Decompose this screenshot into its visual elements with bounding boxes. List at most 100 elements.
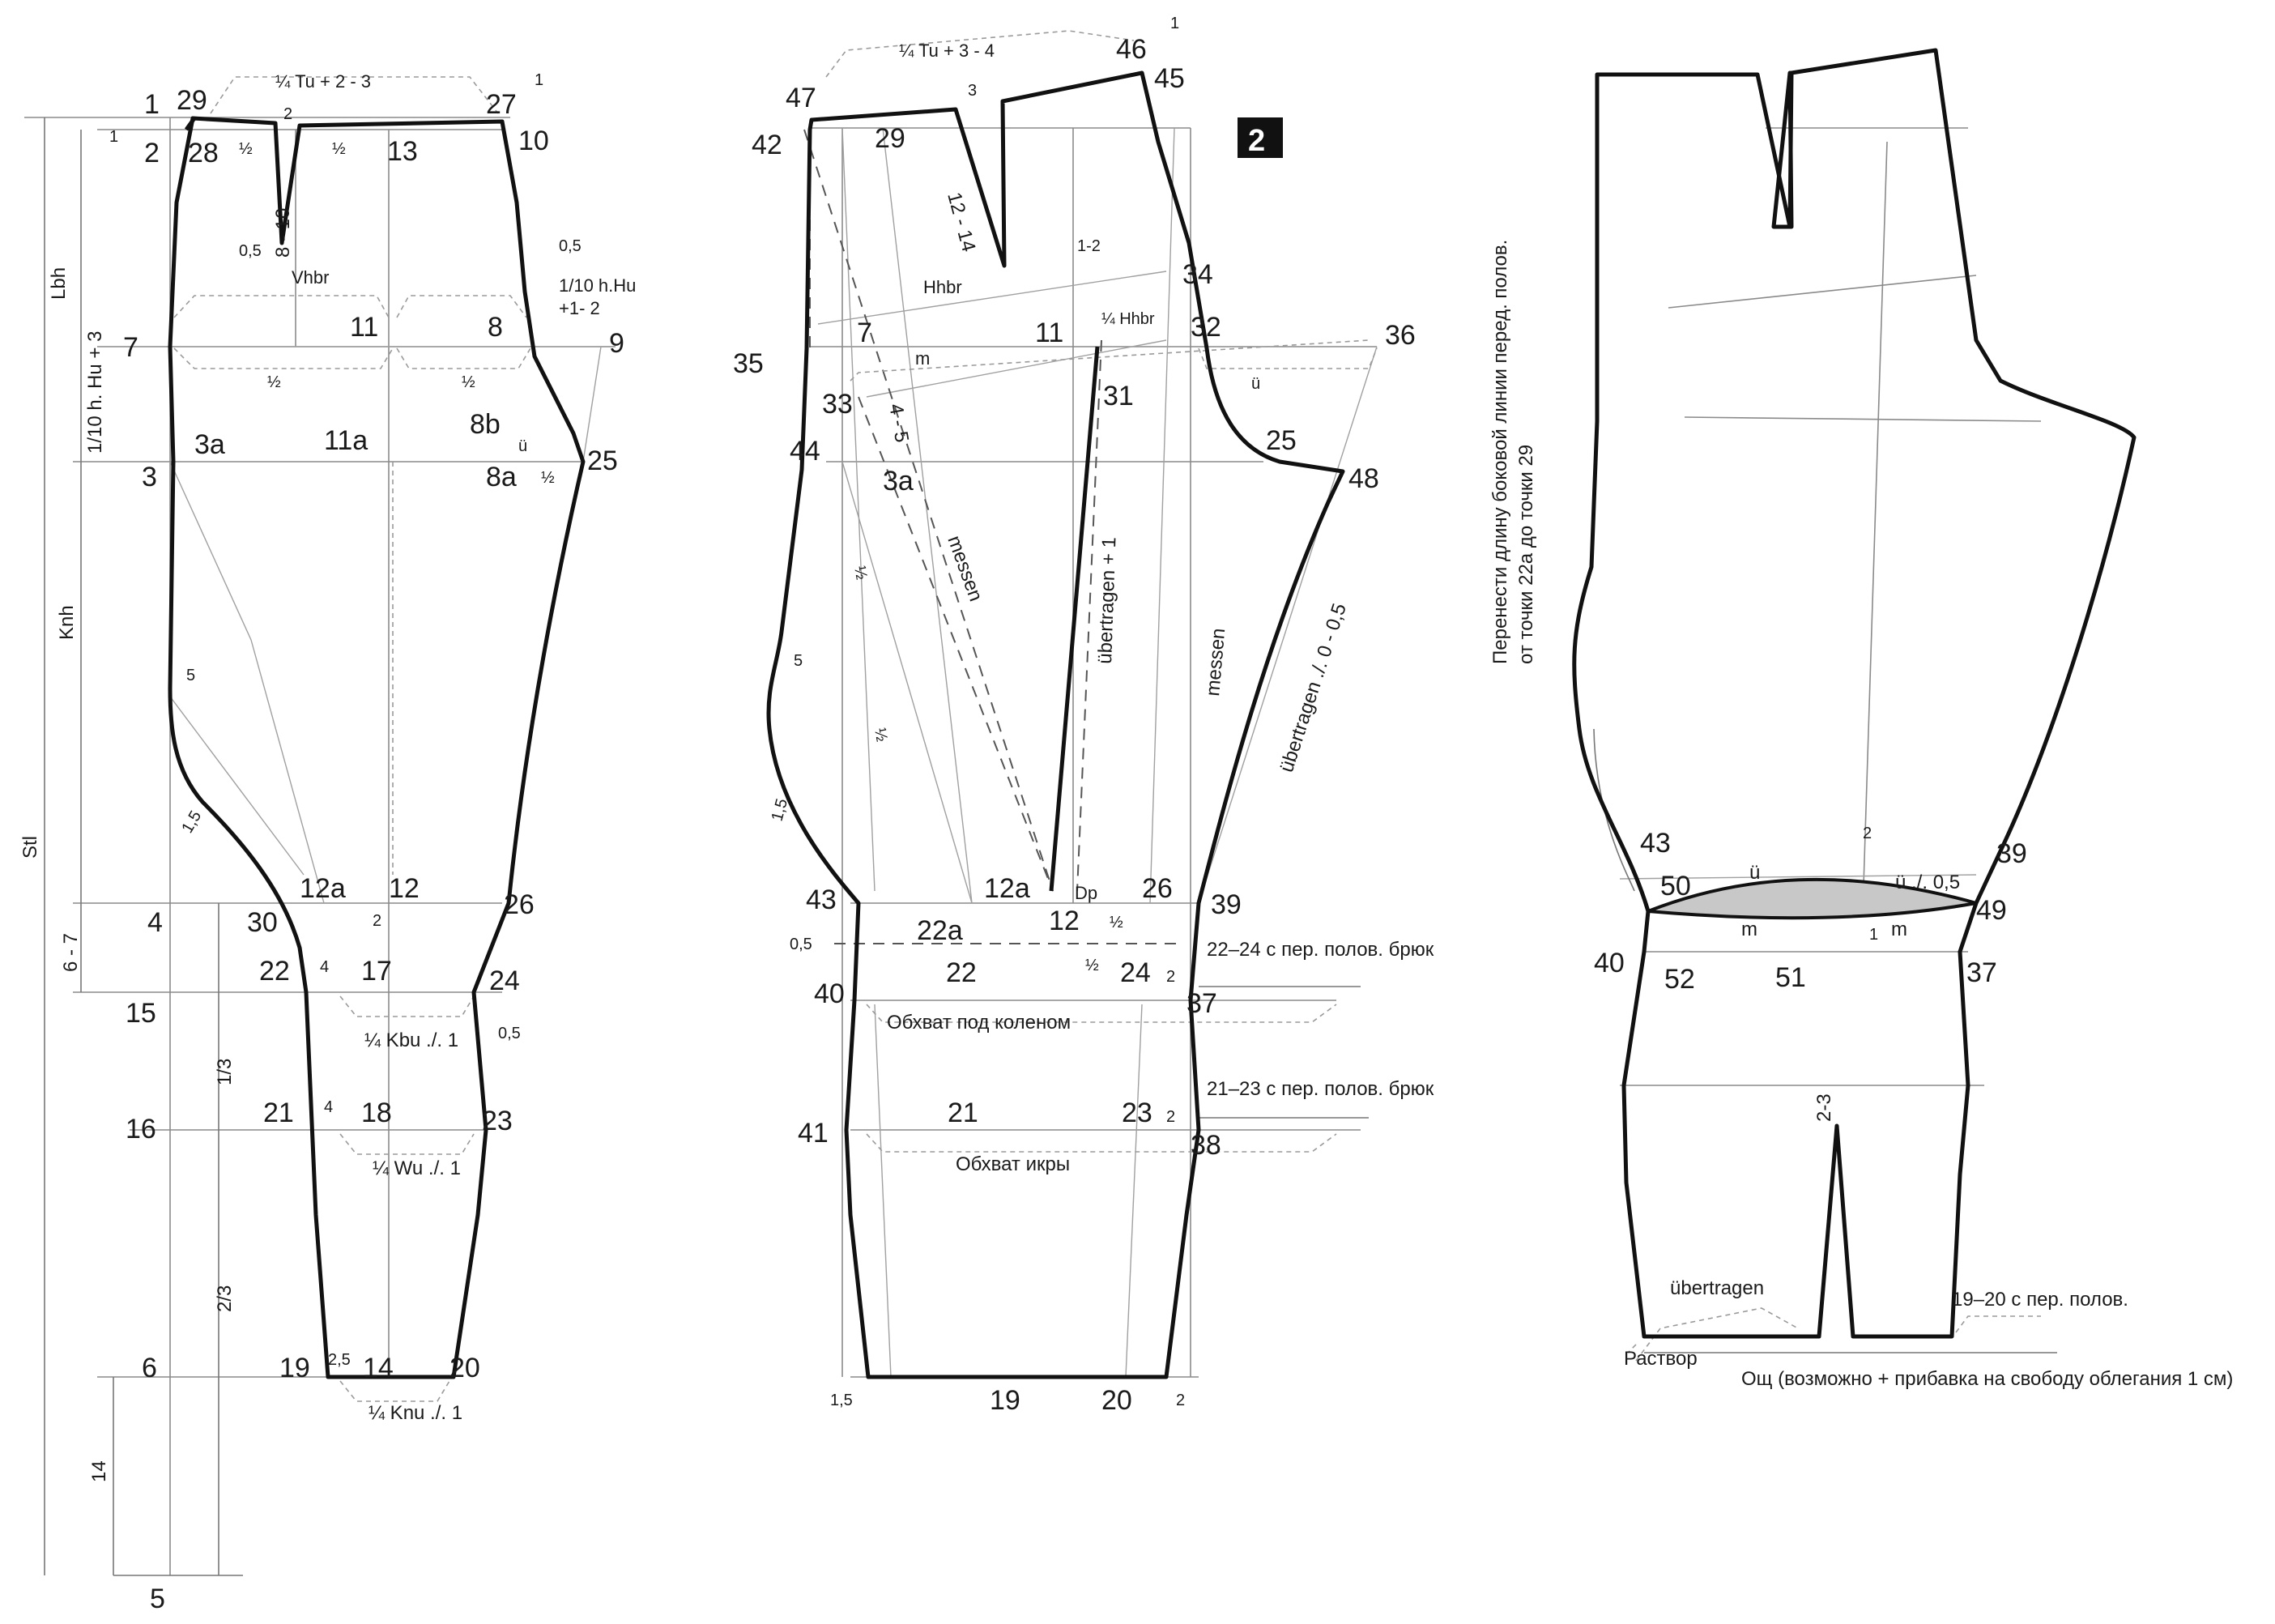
back-outline xyxy=(766,70,1345,1379)
front-half-c: ½ xyxy=(267,373,281,391)
figure-number-badge xyxy=(1238,117,1283,158)
point-label-20: 20 xyxy=(1101,1385,1132,1416)
back-offset-5: 5 xyxy=(794,652,803,670)
back-note-22-24: 22–24 с пер. полов. брюк xyxy=(1207,939,1434,961)
point-label-18: 18 xyxy=(361,1098,392,1128)
front-side-formula-a: 1/10 h.Hu xyxy=(559,275,636,296)
point-label-9: 9 xyxy=(609,328,624,359)
point-label-50: 50 xyxy=(1660,871,1691,902)
point-label-46: 46 xyxy=(1116,34,1147,65)
front-offset-05: 0,5 xyxy=(239,242,262,260)
point-label-15: 15 xyxy=(126,998,156,1029)
point-label-33: 33 xyxy=(822,389,853,420)
point-label-30: 30 xyxy=(247,907,278,938)
back-offset-1: 1 xyxy=(1170,15,1179,32)
point-label-51: 51 xyxy=(1775,962,1806,993)
back-dart-length: 12 - 14 xyxy=(943,190,979,254)
front-dart-length: 8 - 10 xyxy=(272,208,294,258)
back-pattern-panel: 2 46 45 47 42 29 34 7 11 32 36 35 31 33 … xyxy=(733,15,1434,1416)
point-label-12a: 12a xyxy=(984,873,1030,904)
back-guide-lines xyxy=(803,30,1378,1378)
point-label-47: 47 xyxy=(786,83,816,113)
point-label-13: 13 xyxy=(387,136,418,167)
point-label-37: 37 xyxy=(1186,988,1217,1019)
point-label-19: 19 xyxy=(279,1353,310,1383)
back-offset-15: 1,5 xyxy=(769,797,791,824)
back-messen-side-label: messen xyxy=(1202,627,1229,697)
point-label-23: 23 xyxy=(482,1106,513,1136)
point-label-11a: 11a xyxy=(324,425,368,456)
front-guide-lines xyxy=(24,76,616,1576)
assembled-rastvor-label: Раствор xyxy=(1624,1348,1698,1370)
point-label-35: 35 xyxy=(733,348,764,379)
front-knh-label: Knh xyxy=(56,605,78,640)
back-m-label: m xyxy=(915,348,930,369)
back-waist-formula: ¼ Tu + 3 - 4 xyxy=(899,40,995,61)
front-side-formula-b: +1- 2 xyxy=(559,298,600,318)
back-offset-3: 3 xyxy=(968,82,977,100)
front-lbh-label: Lbh xyxy=(48,267,70,300)
point-label-8b: 8b xyxy=(470,409,501,440)
point-label-40: 40 xyxy=(1594,948,1625,978)
front-half-a: ½ xyxy=(239,140,253,158)
front-half-b: ½ xyxy=(332,140,346,158)
point-label-31: 31 xyxy=(1103,381,1134,411)
assembled-guide-lines xyxy=(1593,127,2057,1362)
front-offset-1: 1 xyxy=(109,128,118,146)
front-u-mark: ü xyxy=(518,437,527,455)
front-offset-05c: 0,5 xyxy=(498,1025,521,1042)
point-label-52: 52 xyxy=(1664,964,1695,995)
assembled-osch-note: Ощ (возможно + прибавка на свободу облег… xyxy=(1741,1368,2233,1390)
front-half-d: ½ xyxy=(462,373,475,391)
point-label-16: 16 xyxy=(126,1114,156,1144)
point-label-28: 28 xyxy=(188,138,219,168)
front-outline xyxy=(168,116,586,1379)
front-offset-25: 2,5 xyxy=(328,1351,351,1369)
point-label-32: 32 xyxy=(1191,312,1221,343)
point-label-4: 4 xyxy=(147,907,163,938)
back-half-b: ½ xyxy=(871,727,891,744)
front-third-label: 1/3 xyxy=(214,1059,236,1085)
front-knee-offset: 6 - 7 xyxy=(60,933,82,972)
back-offset-2c: 2 xyxy=(1176,1392,1185,1409)
assembled-slit-length: 2-3 xyxy=(1813,1093,1835,1122)
point-label-3a: 3a xyxy=(194,429,225,460)
figure-number: 2 xyxy=(1248,124,1265,158)
front-stl-label: Stl xyxy=(19,836,41,859)
back-hhbr-quarter: ¼ Hhbr xyxy=(1101,310,1155,328)
point-label-41: 41 xyxy=(798,1118,829,1149)
point-label-24: 24 xyxy=(489,965,520,996)
point-label-45: 45 xyxy=(1154,63,1185,94)
assembled-note-19-20: 19–20 с пер. полов. xyxy=(1952,1289,2128,1311)
point-label-34: 34 xyxy=(1182,259,1213,290)
front-hu-formula: 1/10 h. Hu + 3 xyxy=(84,331,106,454)
point-label-44: 44 xyxy=(790,436,820,467)
front-offset-4b: 4 xyxy=(324,1098,333,1116)
point-label-23: 23 xyxy=(1122,1098,1152,1128)
back-half-c: ½ xyxy=(1110,914,1123,931)
point-label-5: 5 xyxy=(150,1584,165,1614)
point-label-21: 21 xyxy=(948,1098,978,1128)
point-label-8a: 8a xyxy=(486,462,517,492)
point-label-12: 12 xyxy=(389,873,420,904)
back-dp-label: Dp xyxy=(1075,883,1097,903)
assembled-side-note-line1: Перенести длину боковой линии перед. пол… xyxy=(1489,240,1511,664)
back-u-label: ü xyxy=(1251,375,1260,393)
back-offset-15b: 1,5 xyxy=(830,1392,853,1409)
point-label-39: 39 xyxy=(1996,838,2027,869)
back-offset-2b: 2 xyxy=(1166,1108,1175,1126)
front-vhbr-label: Vhbr xyxy=(292,267,329,288)
assembled-uebertragen-label: übertragen xyxy=(1670,1277,1764,1299)
point-label-25: 25 xyxy=(587,445,618,476)
assembled-side-note-line2: от точки 22а до точки 29 xyxy=(1515,445,1537,664)
front-offset-05b: 0,5 xyxy=(559,237,582,255)
assembled-m-label: m xyxy=(1741,919,1757,940)
assembled-offset-2: 2 xyxy=(1863,825,1872,842)
point-label-22a: 22a xyxy=(917,915,963,946)
point-label-8: 8 xyxy=(488,312,503,343)
point-label-2: 2 xyxy=(144,138,160,168)
front-waist-formula: ¼ Tu + 2 - 3 xyxy=(275,71,371,92)
front-offset-15: 1,5 xyxy=(178,808,205,836)
